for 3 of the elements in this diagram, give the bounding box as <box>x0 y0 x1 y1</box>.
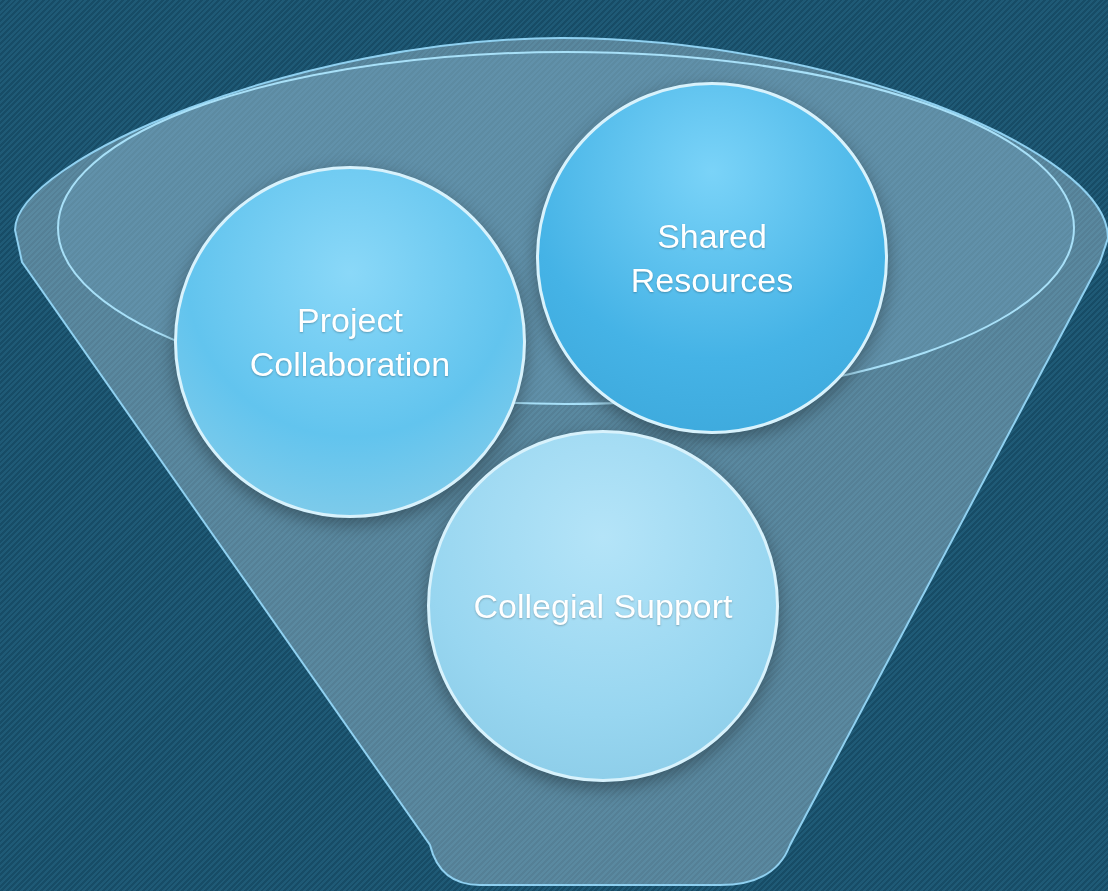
circle-label: Collegial Support <box>473 586 733 627</box>
circle-label: Shared Resources <box>629 216 795 301</box>
circle-label: Project Collaboration <box>248 300 452 385</box>
